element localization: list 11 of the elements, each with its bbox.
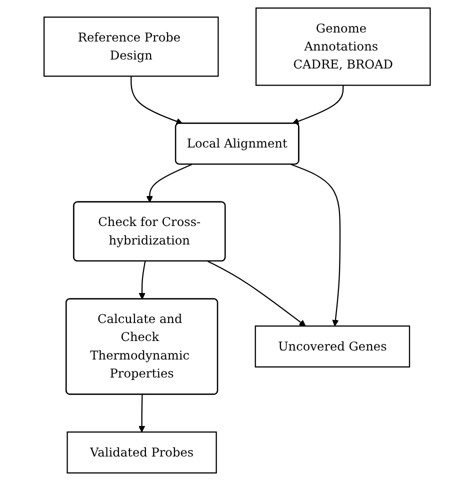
- arrow: [207, 260, 306, 326]
- arrow: [130, 76, 183, 125]
- arrow: [290, 164, 340, 326]
- node-box: Genome Annotations CADRE, BROAD: [255, 7, 431, 86]
- arrow: [138, 394, 146, 432]
- node-box: Validated Probes: [66, 431, 217, 474]
- arrow: [292, 85, 344, 124]
- node-box: Uncovered Genes: [254, 325, 410, 368]
- arrow: [146, 164, 192, 203]
- node-box: Reference Probe Design: [43, 16, 219, 77]
- arrow: [138, 261, 146, 300]
